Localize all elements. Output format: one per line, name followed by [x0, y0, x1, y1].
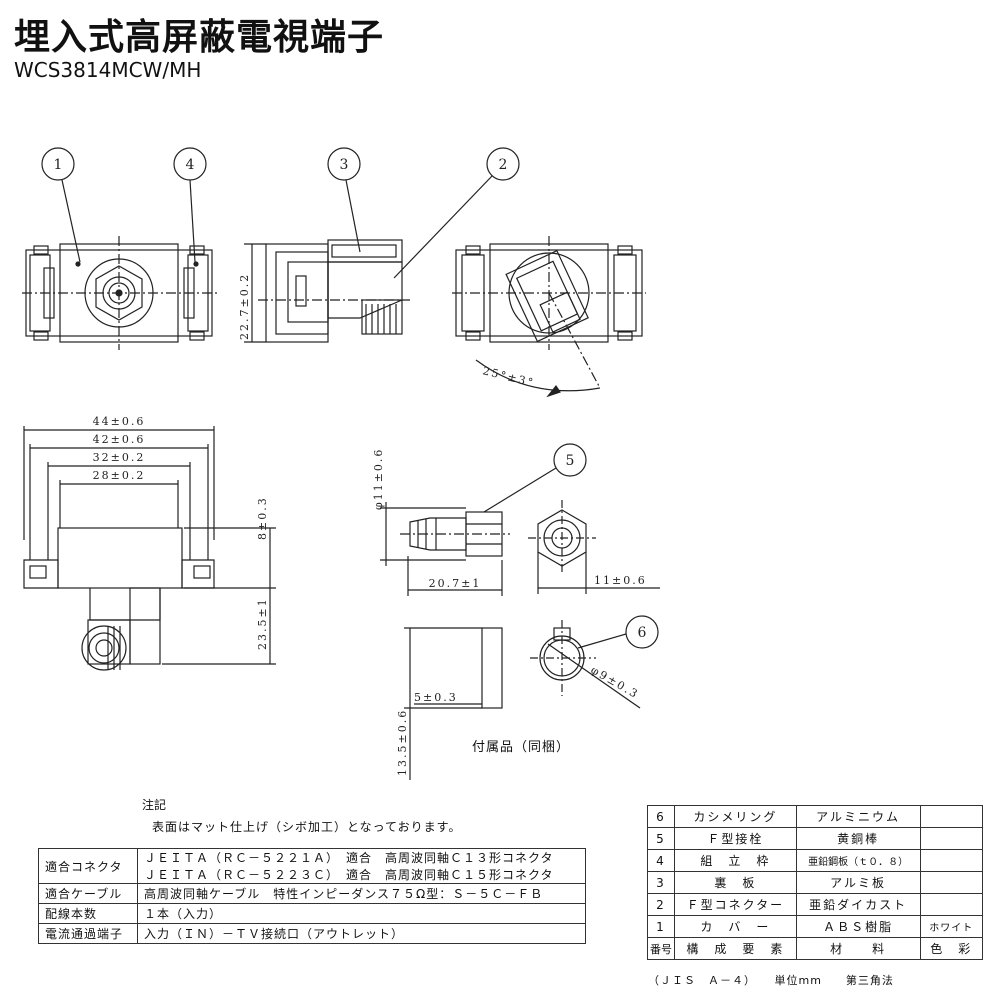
svg-text:5: 5 [566, 453, 575, 469]
spec-key: 配線本数 [38, 903, 138, 924]
notes-text: 表面はマット仕上げ（シボ加工）となっております。 [152, 820, 462, 834]
top-view: 44±0.6 42±0.6 32±0.2 28±0.2 8±0.3 [23, 415, 276, 671]
svg-text:32±0.2: 32±0.2 [93, 451, 146, 464]
part-name: 組 立 枠 [674, 849, 797, 872]
accessory-label: 付属品（同梱） [472, 740, 571, 755]
part-name-header: 構 成 要 素 [674, 937, 797, 960]
part-color [919, 849, 984, 872]
part-name: カ バ ー [674, 915, 797, 938]
part-color: ホワイト [919, 915, 984, 938]
svg-text:4: 4 [186, 157, 195, 173]
table-row: 配線本数 １本（入力） [38, 903, 586, 924]
table-row: 6 カシメリング アルミニウム [647, 805, 984, 828]
part-no: 2 [647, 893, 675, 916]
svg-text:42±0.6: 42±0.6 [93, 433, 146, 446]
model-number: WCS3814MCW/MH [14, 58, 202, 82]
svg-text:1: 1 [54, 157, 63, 173]
drawing-footer: （ＪＩＳ Ａ－４） 単位mm 第三角法 [648, 974, 894, 987]
spec-table: 適合コネクタ ＪＥＩＴＡ（ＲＣ－５２２１Ａ） 適合 高周波同軸Ｃ１３形コネクタ … [38, 848, 586, 944]
part-name: 裏 板 [674, 871, 797, 894]
spec-value: 入力（ＩＮ）－ＴＶ接続口（アウトレット） [137, 923, 586, 944]
part-no: 6 [647, 805, 675, 828]
spec-value: ＪＥＩＴＡ（ＲＣ－５２２１Ａ） 適合 高周波同軸Ｃ１３形コネクタ ＪＥＩＴＡ（Ｒ… [137, 848, 586, 884]
svg-text:11±0.6: 11±0.6 [594, 574, 647, 587]
bubble-4: 4 [173, 147, 207, 263]
part-color [919, 827, 984, 850]
table-row: 1 カ バ ー ＡＢＳ樹脂 ホワイト [647, 915, 984, 938]
part-no: 4 [647, 849, 675, 872]
svg-text:13.5±0.6: 13.5±0.6 [396, 709, 409, 776]
bubble-6: 6 [577, 615, 659, 649]
table-row: 適合ケーブル 高周波同軸ケーブル 特性インピーダンス７５Ω型：Ｓ－５Ｃ－ＦＢ [38, 883, 586, 904]
part-material: ＡＢＳ樹脂 [795, 915, 921, 938]
part-material: 亜鉛鋼板（ｔ０．８） [795, 849, 921, 872]
part-material: 黄銅棒 [795, 827, 921, 850]
svg-text:22.7±0.2: 22.7±0.2 [238, 273, 251, 340]
svg-text:φ9±0.3: φ9±0.3 [589, 663, 642, 701]
spec-key: 電流通過端子 [38, 923, 138, 944]
table-row: 2 Ｆ型コネクター 亜鉛ダイカスト [647, 893, 984, 916]
part-color [919, 871, 984, 894]
part-name: Ｆ型接栓 [674, 827, 797, 850]
bubble-1: 1 [41, 147, 81, 263]
spec-key: 適合コネクタ [38, 848, 138, 884]
spec-value: 高周波同軸ケーブル 特性インピーダンス７５Ω型：Ｓ－５Ｃ－ＦＢ [137, 883, 586, 904]
spec-line: ＪＥＩＴＡ（ＲＣ－５２２３Ｃ） 適合 高周波同軸Ｃ１５形コネクタ [144, 868, 554, 882]
part-no-header: 番号 [647, 937, 675, 960]
spec-line: ＪＥＩＴＡ（ＲＣ－５２２１Ａ） 適合 高周波同軸Ｃ１３形コネクタ [144, 851, 554, 865]
table-row: 5 Ｆ型接栓 黄銅棒 [647, 827, 984, 850]
svg-text:6: 6 [638, 625, 647, 641]
svg-text:28±0.2: 28±0.2 [93, 469, 146, 482]
table-row: 4 組 立 枠 亜鉛鋼板（ｔ０．８） [647, 849, 984, 872]
bubble-3: 3 [327, 147, 361, 253]
part-name: Ｆ型コネクター [674, 893, 797, 916]
table-row: 適合コネクタ ＪＥＩＴＡ（ＲＣ－５２２１Ａ） 適合 高周波同軸Ｃ１３形コネクタ … [38, 848, 586, 884]
svg-text:25°±3°: 25°±3° [481, 364, 536, 389]
svg-text:3: 3 [340, 157, 349, 173]
parts-table: 6 カシメリング アルミニウム 5 Ｆ型接栓 黄銅棒 4 組 立 枠 亜鉛鋼板（… [647, 805, 984, 960]
part-no: 3 [647, 871, 675, 894]
table-row: 3 裏 板 アルミ板 [647, 871, 984, 894]
part-material: 亜鉛ダイカスト [795, 893, 921, 916]
svg-text:φ11±0.6: φ11±0.6 [372, 448, 385, 510]
spec-key: 適合ケーブル [38, 883, 138, 904]
part-no: 1 [647, 915, 675, 938]
page-title: 埋入式高屏蔽電視端子 [14, 17, 385, 58]
svg-text:8±0.3: 8±0.3 [256, 496, 269, 540]
table-row: 電流通過端子 入力（ＩＮ）－ＴＶ接続口（アウトレット） [38, 923, 586, 944]
side-view: 22.7±0.2 [238, 239, 410, 343]
crimp-ring-detail: 13.5±0.6 5±0.3 φ9±0.3 [396, 620, 641, 780]
bubble-2: 2 [393, 147, 520, 279]
svg-text:20.7±1: 20.7±1 [429, 577, 482, 590]
f-connector-detail: φ11±0.6 20.7±1 11±0.6 [372, 448, 660, 596]
svg-text:44±0.6: 44±0.6 [93, 415, 146, 428]
spec-value: １本（入力） [137, 903, 586, 924]
svg-text:2: 2 [499, 157, 508, 173]
rear-view: 25°±3° [452, 236, 646, 398]
part-material: アルミニウム [795, 805, 921, 828]
part-name: カシメリング [674, 805, 797, 828]
part-color [919, 805, 984, 828]
bubble-5: 5 [483, 443, 587, 513]
svg-text:23.5±1: 23.5±1 [256, 597, 269, 650]
table-header-row: 番号 構 成 要 素 材 料 色 彩 [647, 937, 984, 960]
part-no: 5 [647, 827, 675, 850]
part-color-header: 色 彩 [919, 937, 984, 960]
svg-text:5±0.3: 5±0.3 [414, 691, 458, 704]
front-view [22, 236, 218, 350]
part-material: アルミ板 [795, 871, 921, 894]
part-material-header: 材 料 [795, 937, 921, 960]
notes-label: 注記 [142, 798, 167, 812]
part-color [919, 893, 984, 916]
